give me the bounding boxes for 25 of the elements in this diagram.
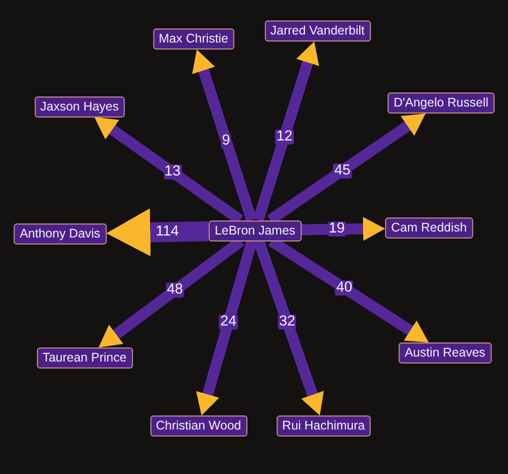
edge-label: 19 [328,222,346,237]
name-box: Christian Wood [150,416,248,436]
name-box: Jaxson Hayes [34,96,125,117]
edge-label: 32 [278,314,296,330]
edge-label: 40 [335,280,354,296]
name-box: Max Christie [152,28,234,50]
edge-label: 24 [219,314,238,330]
edge-label: 48 [166,282,184,298]
name-box: Taurean Prince [36,348,133,368]
name-box: Cam Reddish [385,218,473,238]
edge-label: 13 [163,164,182,180]
arrow [301,216,386,241]
name-box: Rui Hachimura [276,416,371,436]
arrow [254,239,324,416]
arrow [192,50,257,222]
arrow [253,41,320,222]
edge-label: 45 [333,163,352,178]
name-box: Anthony Davis [14,224,106,244]
arrow [196,239,258,416]
name-box: D'Angelo Russell [388,92,494,114]
edge-label: 12 [275,129,294,144]
edge-label: 9 [221,133,232,148]
name-box: Jarred Vanderbilt [264,20,371,42]
name-box: LeBron James [208,220,302,241]
name-box: Austin Reaves [398,342,492,364]
